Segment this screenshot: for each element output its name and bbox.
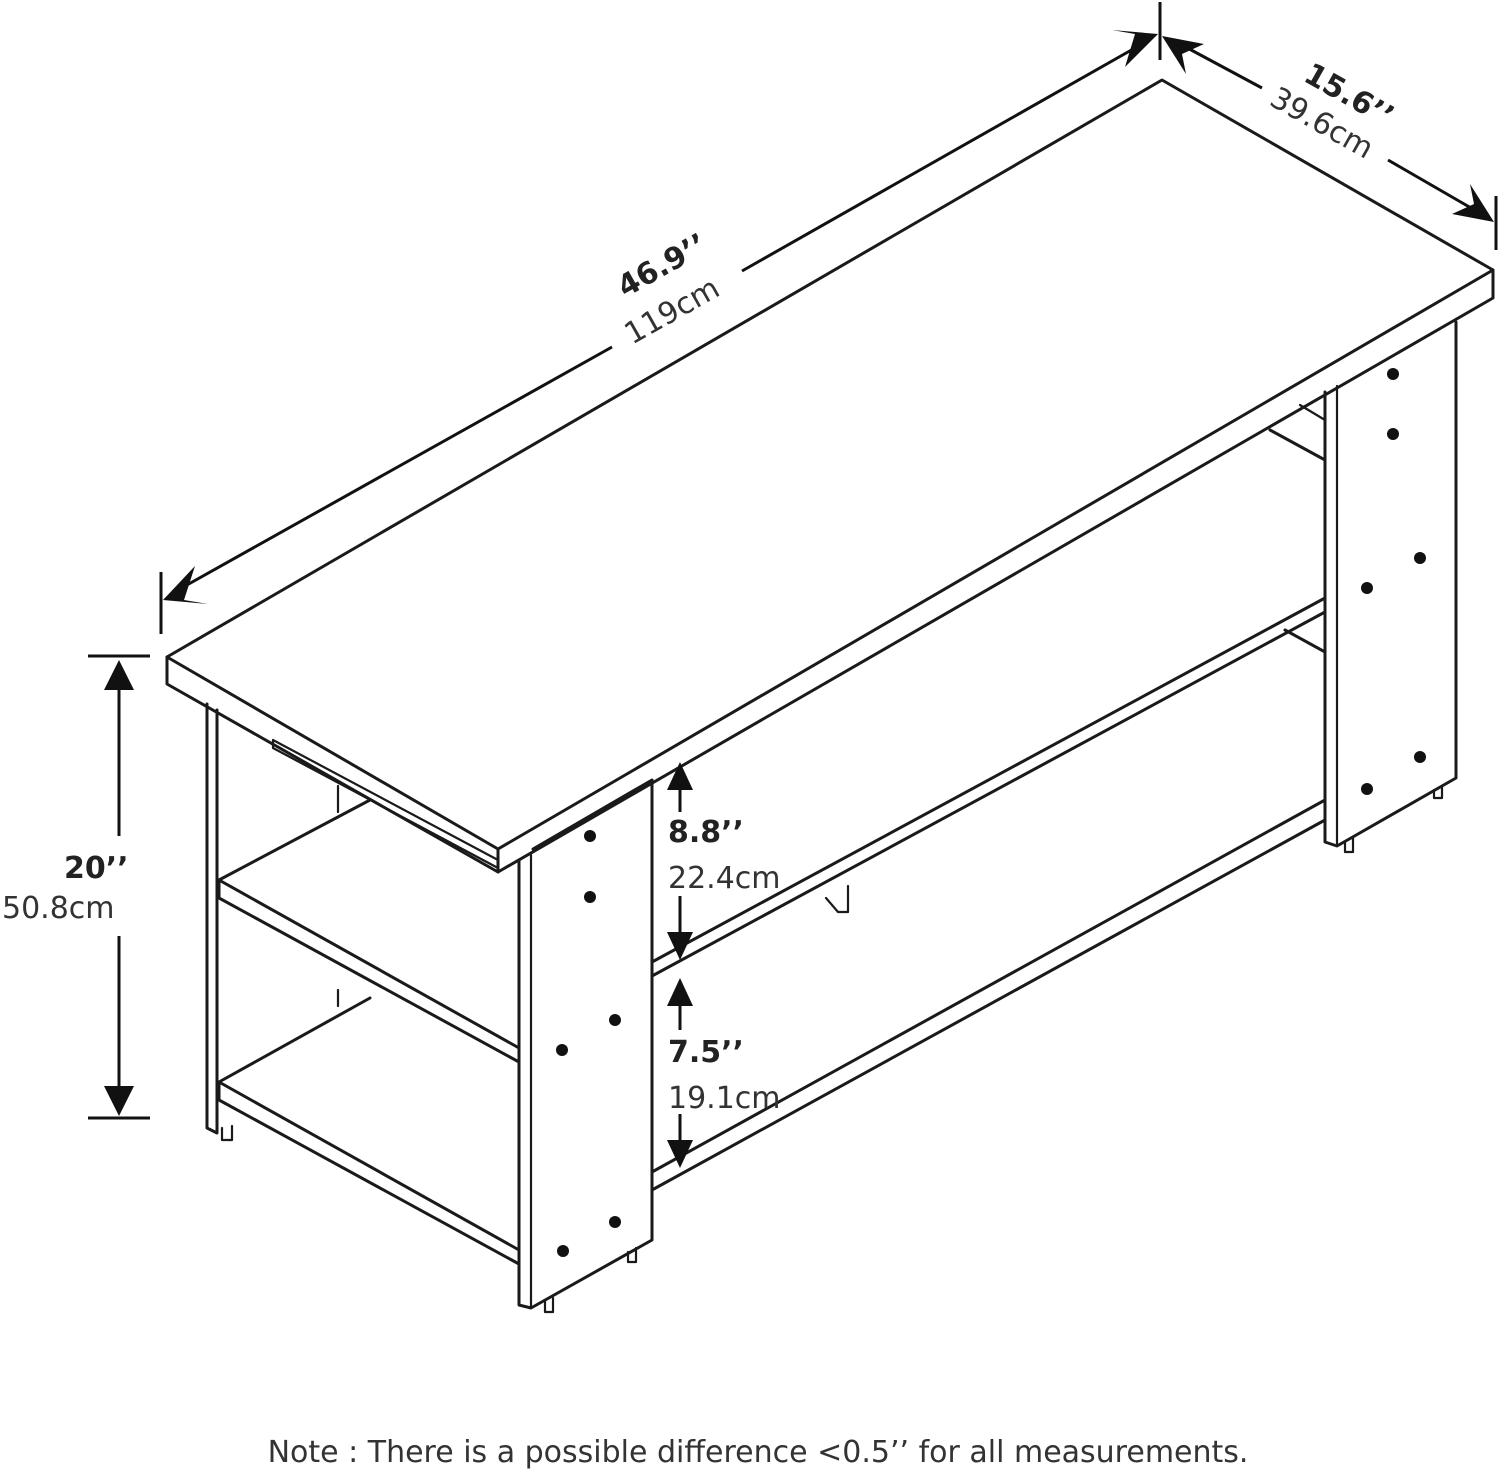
right-panel: [1323, 320, 1458, 848]
upper-long-shelf: [650, 428, 1327, 978]
measurement-note: Note : There is a possible difference <0…: [268, 1435, 1249, 1470]
left-foot: [220, 1124, 234, 1142]
center-back-foot: [824, 884, 850, 914]
left-panel-holes: [556, 830, 621, 1257]
furniture-outline: [165, 78, 1495, 1314]
height-imperial-label: 20’’: [64, 851, 129, 886]
upper-gap-arrow-top: [667, 762, 693, 790]
top-board: [165, 78, 1495, 874]
lower-gap-arrow-bottom: [667, 1140, 693, 1168]
right-panel-holes: [1361, 368, 1426, 795]
height-arrow-bottom: [104, 1086, 134, 1116]
height-metric-label: 50.8cm: [2, 891, 115, 926]
upper-gap-imperial-label: 8.8’’: [668, 815, 744, 850]
left-front-panel: [517, 778, 654, 1310]
left-under-support: [271, 738, 500, 870]
height-arrow-top: [104, 660, 134, 690]
upper-gap-dimension: [667, 762, 693, 960]
left-panel-foot: [543, 1296, 555, 1314]
height-dimension: [88, 654, 150, 1120]
upper-gap-metric-label: 22.4cm: [668, 861, 781, 896]
lower-long-shelf: [650, 628, 1327, 1192]
lower-gap-imperial-label: 7.5’’: [668, 1035, 744, 1070]
length-arrow-left: [163, 566, 208, 604]
left-upper-shelf: [217, 798, 521, 1064]
lower-gap-metric-label: 19.1cm: [668, 1081, 781, 1116]
left-lower-shelf: [217, 996, 521, 1266]
depth-dimension: [1162, 36, 1498, 250]
upper-gap-arrow-bottom: [667, 932, 693, 960]
length-dimension: [159, 2, 1162, 634]
depth-arrow-top: [1162, 36, 1204, 74]
right-panel-foot: [1343, 784, 1444, 854]
lower-gap-dimension: [667, 978, 693, 1168]
upper-shelf-back: [1298, 403, 1327, 422]
length-arrow-right: [1112, 30, 1158, 67]
top-board-front-edge: [165, 268, 1495, 851]
left-end-outer-edge: [205, 702, 219, 1135]
lower-gap-arrow-top: [667, 978, 693, 1006]
depth-arrow-bottom: [1452, 184, 1494, 222]
left-panel-foot-2: [626, 1246, 638, 1264]
